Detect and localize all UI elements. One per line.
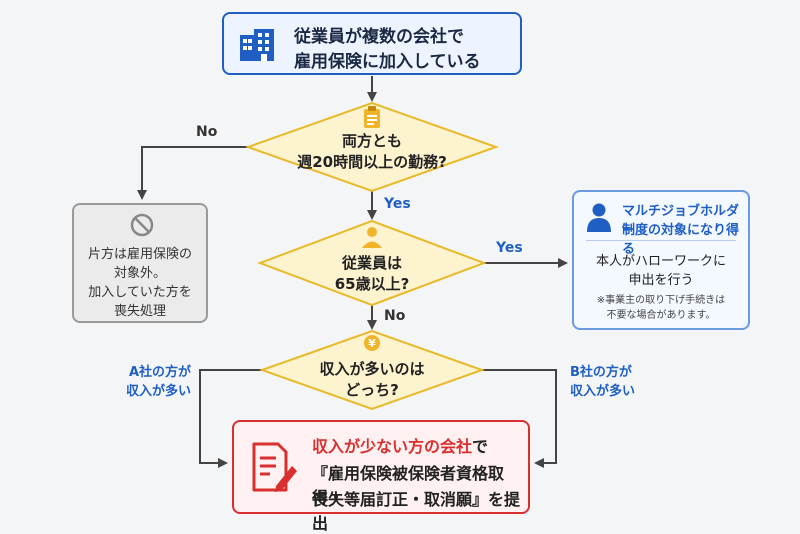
out-of-scope-line-4: 喪失処理: [113, 304, 166, 319]
clipboard-icon: [364, 106, 380, 128]
decision-1-line-2: 週20時間以上の勤務?: [297, 153, 447, 171]
decision-3-line-2: どっち?: [345, 381, 399, 399]
result-box: 収入が少ない方の会社で 『雇用保険被保険者資格取得・ 喪失等届訂正・取消願』を提…: [232, 420, 530, 533]
label-b-line-1: B社の方が: [570, 365, 632, 380]
decision-3-text: 収入が多いのは どっち?: [302, 358, 442, 400]
multi-job-heading-2: 制度の対象になり得る: [622, 223, 740, 257]
start-line-1: 従業員が複数の会社で: [294, 27, 464, 47]
multi-job-note-1: ※事業主の取り下げ手続きは: [596, 295, 726, 306]
label-a-line-1: A社の方が: [128, 365, 192, 380]
multi-job-note-2: 不要な場合があります。: [606, 310, 716, 321]
label-b-line-2: 収入が多い: [570, 384, 636, 399]
result-highlight: 収入が少ない方の会社: [312, 437, 473, 456]
decision-2-line-1: 従業員は: [341, 254, 402, 272]
building-icon: [240, 29, 274, 61]
decision-diamond-1: [245, 101, 499, 193]
prohibited-icon: [130, 213, 154, 237]
label-no-1: No: [196, 124, 218, 140]
multi-job-body-2: 申出を行う: [628, 273, 694, 288]
decision-1-line-1: 両方とも: [341, 132, 402, 150]
decision-diamond-2: [257, 219, 487, 307]
arrow-q3-b: [482, 369, 557, 468]
label-yes-1: Yes: [384, 196, 411, 212]
svg-text:¥: ¥: [368, 337, 376, 350]
out-of-scope-line-2: 対象外。: [113, 266, 166, 281]
result-line-3: 喪失等届訂正・取消願』を提出: [312, 490, 521, 533]
divider: [586, 240, 736, 241]
label-yes-2: Yes: [496, 240, 523, 256]
label-a-line-2: 収入が多い: [126, 384, 192, 399]
start-box: 従業員が複数の会社で 雇用保険に加入している: [222, 12, 522, 75]
decision-diamond-3: [259, 329, 485, 411]
result-line-1: 収入が少ない方の会社で: [312, 433, 488, 457]
result-line-2: 『雇用保険被保険者資格取得・: [312, 464, 505, 507]
arrow-q3-a: [199, 369, 262, 468]
multi-job-holder-box: マルチジョブホルダー 制度の対象になり得る 本人がハローワークに 申出を行う ※…: [572, 190, 750, 330]
out-of-scope-line-1: 片方は雇用保険の: [87, 247, 192, 262]
label-b-company: B社の方が 収入が多い: [570, 363, 635, 401]
decision-3-line-1: 収入が多いのは: [319, 360, 425, 378]
person-icon: [362, 227, 382, 248]
decision-2-text: 従業員は 65歳以上?: [302, 252, 442, 294]
start-line-2: 雇用保険に加入している: [294, 52, 481, 72]
multi-job-body-1: 本人がハローワークに: [595, 254, 726, 269]
decision-1-text: 両方とも 週20時間以上の勤務?: [292, 130, 452, 172]
out-of-scope-box: 片方は雇用保険の 対象外。 加入していた方を 喪失処理: [72, 203, 208, 323]
yen-icon: ¥: [364, 335, 380, 351]
decision-2-line-2: 65歳以上?: [334, 275, 410, 293]
arrow-q1-no: [137, 146, 248, 200]
label-a-company: A社の方が 収入が多い: [126, 363, 191, 401]
out-of-scope-line-3: 加入していた方を: [88, 285, 192, 300]
document-pen-icon: [252, 442, 297, 492]
multi-job-heading-1: マルチジョブホルダー: [622, 204, 740, 238]
label-no-2: No: [384, 308, 406, 324]
user-icon: [587, 203, 611, 232]
result-line-1-rest: で: [472, 437, 489, 456]
